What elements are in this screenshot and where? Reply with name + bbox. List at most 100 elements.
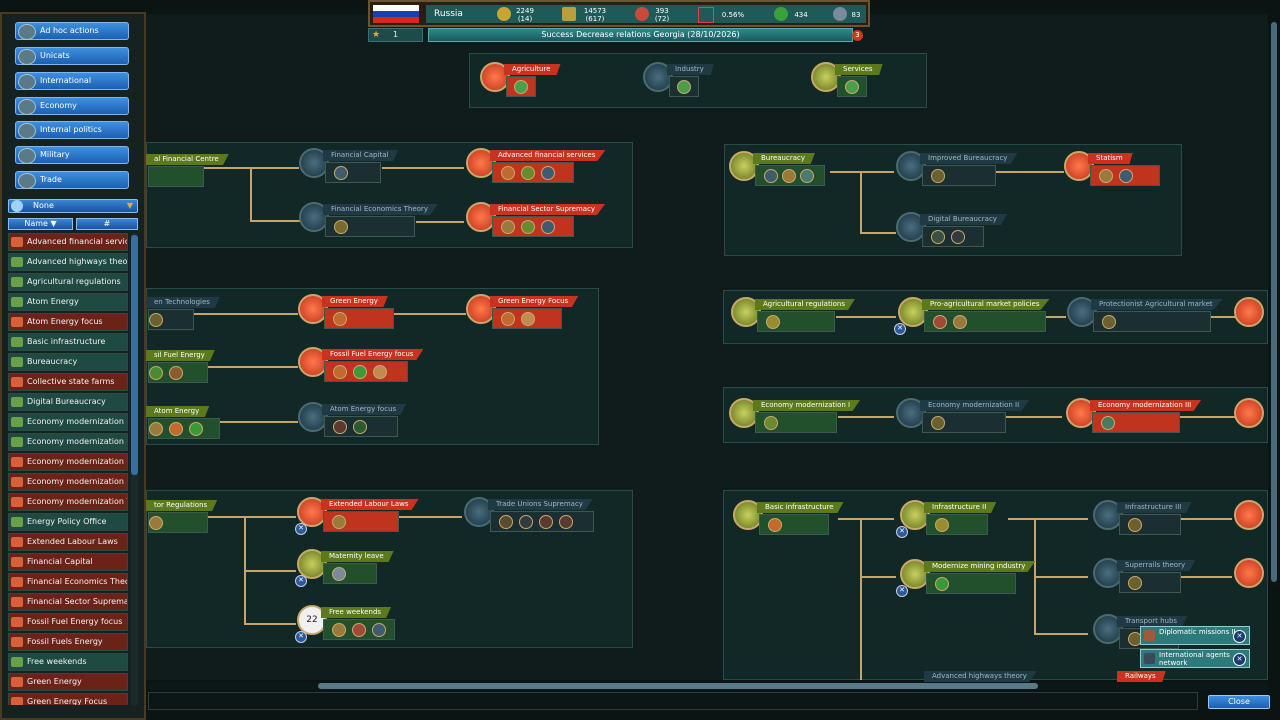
star-icon <box>1128 518 1142 532</box>
tree-link <box>1180 518 1232 520</box>
chart-icon <box>333 420 347 434</box>
money-icon <box>521 220 535 234</box>
news-row: ★1 Success Decrease relations Georgia (2… <box>368 28 866 42</box>
list-scrollbar[interactable] <box>131 233 138 705</box>
policy-icon <box>11 277 23 287</box>
list-item[interactable]: Green Energy <box>8 673 128 691</box>
chevron-down-icon: ▼ <box>126 201 133 210</box>
nav-internal-politics[interactable]: Internal politics <box>15 121 129 139</box>
tree-link <box>166 313 298 315</box>
list-item[interactable]: Economy modernization IV <box>8 473 128 491</box>
tree-link <box>416 221 464 223</box>
list-item[interactable]: Energy Policy Office <box>8 513 128 531</box>
tree-vertical-scrollbar-thumb[interactable] <box>1271 22 1277 582</box>
tree-link <box>1196 316 1236 318</box>
list-item[interactable]: Advanced highways theory <box>8 253 128 271</box>
close-icon[interactable]: ✕ <box>1233 653 1246 666</box>
officer-icon <box>1119 169 1133 183</box>
list-item[interactable]: Basic infrastructure <box>8 333 128 351</box>
policy-icon <box>11 557 23 567</box>
notification-international-agents[interactable]: International agents network✕ <box>1140 649 1250 668</box>
list-item[interactable]: Extended Labour Laws <box>8 533 128 551</box>
list-scrollbar-thumb[interactable] <box>131 235 138 475</box>
list-item[interactable]: Free weekends <box>8 653 128 671</box>
list-item[interactable]: Agricultural regulations <box>8 273 128 291</box>
nav-trade[interactable]: Trade <box>15 171 129 189</box>
list-item[interactable]: Atom Energy <box>8 293 128 311</box>
banker-icon <box>541 166 555 180</box>
leaf-icon <box>149 366 163 380</box>
stat-treasury-delta: (617) <box>585 15 605 23</box>
chart-icon <box>501 312 515 326</box>
list-item[interactable]: Green Energy Focus <box>8 693 128 705</box>
list-item[interactable]: Fossil Fuel Energy focus <box>8 613 128 631</box>
column-header-count[interactable]: # <box>76 218 138 230</box>
list-item[interactable]: Bureaucracy <box>8 353 128 371</box>
cancel-icon[interactable]: ✕ <box>295 631 307 643</box>
tree-link <box>1180 416 1236 418</box>
list-item[interactable]: Advanced financial services <box>8 233 128 251</box>
military-icon <box>18 148 36 164</box>
cancel-icon[interactable]: ✕ <box>896 585 908 597</box>
tree-link <box>348 313 466 315</box>
list-item-label: Economy modernization II <box>27 437 128 446</box>
refresh-icon <box>635 7 649 21</box>
info-icon <box>11 200 23 212</box>
policy-icon <box>11 577 23 587</box>
list-item-label: Agricultural regulations <box>27 277 121 286</box>
tree-link <box>1034 633 1088 635</box>
top-status-bar: Russia 2249 (14) 14573 (617) 393 (72) 0.… <box>368 0 870 27</box>
money-icon <box>562 7 576 21</box>
list-item[interactable]: Economy modernization I <box>8 413 128 431</box>
policy-icon <box>11 417 23 427</box>
filter-dropdown[interactable]: None▼ <box>8 199 138 213</box>
list-item[interactable]: Economy modernization III <box>8 453 128 471</box>
close-icon[interactable]: ✕ <box>1233 630 1246 643</box>
flag-icon <box>677 80 691 94</box>
list-item-label: Free weekends <box>27 657 87 666</box>
tree-vertical-scrollbar[interactable] <box>1270 20 1278 586</box>
lightning-icon <box>466 294 496 324</box>
news-ticker[interactable]: Success Decrease relations Georgia (28/1… <box>428 28 853 42</box>
policy-icon <box>11 477 23 487</box>
chart-icon <box>501 166 515 180</box>
nav-ad-hoc-actions[interactable]: Ad hoc actions <box>15 22 129 40</box>
list-item[interactable]: Economy modernization V <box>8 493 128 511</box>
list-item[interactable]: Financial Sector Supremacy <box>8 593 128 611</box>
list-item[interactable]: Fossil Fuels Energy <box>8 633 128 651</box>
list-item-label: Economy modernization IV <box>27 477 128 486</box>
tree-horizontal-scrollbar[interactable] <box>148 682 1268 690</box>
list-item-label: Bureaucracy <box>27 357 78 366</box>
cancel-icon[interactable]: ✕ <box>894 323 906 335</box>
nav-unicats[interactable]: Unicats <box>15 47 129 65</box>
close-button[interactable]: Close <box>1208 695 1270 709</box>
list-item[interactable]: Atom Energy focus <box>8 313 128 331</box>
cancel-icon[interactable]: ✕ <box>295 523 307 535</box>
column-header-name[interactable]: Name ▼ <box>8 218 73 230</box>
list-item-label: Financial Sector Supremacy <box>27 597 128 606</box>
policy-icon <box>11 497 23 507</box>
tree-link <box>860 518 862 680</box>
banker-icon <box>541 220 555 234</box>
cancel-icon[interactable]: ✕ <box>896 526 908 538</box>
list-item[interactable]: Economy modernization II <box>8 433 128 451</box>
notification-diplomatic-missions[interactable]: Diplomatic missions II✕ <box>1140 626 1250 645</box>
leaf-icon <box>189 422 203 436</box>
list-item-label: Atom Energy focus <box>27 317 103 326</box>
stat-relations-delta: (72) <box>654 15 670 23</box>
policy-icon <box>11 617 23 627</box>
list-item[interactable]: Collective state farms <box>8 373 128 391</box>
tree-horizontal-scrollbar-thumb[interactable] <box>318 683 1038 689</box>
tree-link <box>838 416 894 418</box>
nav-economy[interactable]: Economy <box>15 97 129 115</box>
news-count-badge[interactable]: 3 <box>852 30 863 41</box>
cancel-icon[interactable]: ✕ <box>295 575 307 587</box>
nav-military[interactable]: Military <box>15 146 129 164</box>
list-item[interactable]: Financial Capital <box>8 553 128 571</box>
list-item[interactable]: Digital Bureaucracy <box>8 393 128 411</box>
list-item[interactable]: Financial Economics Theory <box>8 573 128 591</box>
russia-flag-icon <box>373 5 419 23</box>
policy-icon <box>11 657 23 667</box>
nav-international[interactable]: International <box>15 72 129 90</box>
